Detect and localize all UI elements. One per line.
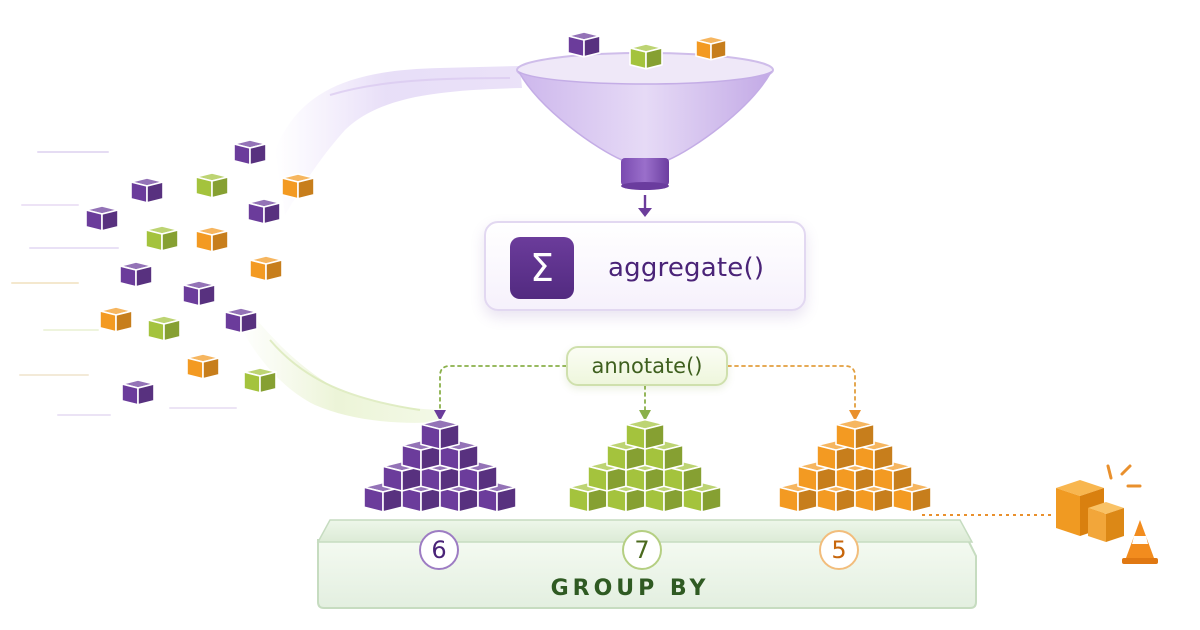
cube-icon bbox=[606, 439, 646, 471]
cube-icon bbox=[233, 139, 267, 166]
cube-icon bbox=[145, 225, 179, 252]
cube-icon bbox=[835, 418, 875, 450]
cube-icon bbox=[243, 367, 277, 394]
green-flow-ribbon bbox=[235, 300, 440, 423]
cube-icon bbox=[186, 353, 220, 380]
down-arrow-icon bbox=[434, 410, 446, 421]
cube-icon bbox=[130, 177, 164, 204]
group-count-orange: 5 bbox=[819, 530, 859, 570]
annotate-connectors bbox=[439, 365, 856, 411]
cube-icon bbox=[663, 460, 703, 492]
cube-icon bbox=[816, 481, 856, 513]
cube-icon bbox=[439, 481, 479, 513]
cube-icon bbox=[119, 261, 153, 288]
group-by-label: GROUP BY bbox=[550, 576, 710, 601]
cube-icon bbox=[99, 306, 133, 333]
cube-icon bbox=[420, 418, 460, 450]
group-count-purple: 6 bbox=[419, 530, 459, 570]
cube-icon bbox=[195, 226, 229, 253]
cube-icon bbox=[695, 35, 727, 61]
spark-lines bbox=[1106, 464, 1142, 488]
cube-icon bbox=[1088, 502, 1124, 542]
down-arrow-icon bbox=[638, 195, 652, 217]
down-arrow-icon bbox=[849, 410, 861, 421]
cube-icon bbox=[629, 43, 663, 70]
motion-lines bbox=[11, 151, 237, 416]
cube-icon bbox=[625, 418, 665, 450]
funnel-icon bbox=[516, 52, 774, 190]
cube-icon bbox=[644, 439, 684, 471]
down-arrow-icon bbox=[639, 410, 651, 421]
group-by-tray bbox=[316, 519, 977, 609]
cube-icon bbox=[85, 205, 119, 232]
cube-icon bbox=[587, 460, 627, 492]
cube-icon bbox=[182, 280, 216, 307]
cube-icon bbox=[682, 481, 722, 513]
cube-icon bbox=[121, 379, 155, 406]
green-flow-streak bbox=[269, 339, 421, 411]
cube-icon bbox=[606, 481, 646, 513]
cube-icon bbox=[281, 173, 315, 200]
aggregate-box[interactable]: Σ aggregate() bbox=[484, 221, 806, 311]
cube-icon bbox=[567, 31, 601, 58]
annotate-pill[interactable]: annotate() bbox=[566, 346, 728, 386]
cube-icon bbox=[224, 307, 258, 334]
group-count-green: 7 bbox=[622, 530, 662, 570]
purple-flow-ribbon bbox=[275, 66, 522, 215]
sigma-icon: Σ bbox=[510, 237, 574, 299]
cube-icon bbox=[247, 198, 281, 225]
cube-icon bbox=[249, 255, 283, 282]
cube-icon bbox=[854, 439, 894, 471]
cube-icon bbox=[147, 315, 181, 342]
traffic-cone-icon bbox=[1122, 520, 1158, 564]
aggregate-label: aggregate() bbox=[608, 253, 765, 283]
purple-flow-streak bbox=[329, 77, 511, 96]
cube-icon bbox=[195, 172, 229, 199]
cubes-layer bbox=[85, 31, 932, 513]
